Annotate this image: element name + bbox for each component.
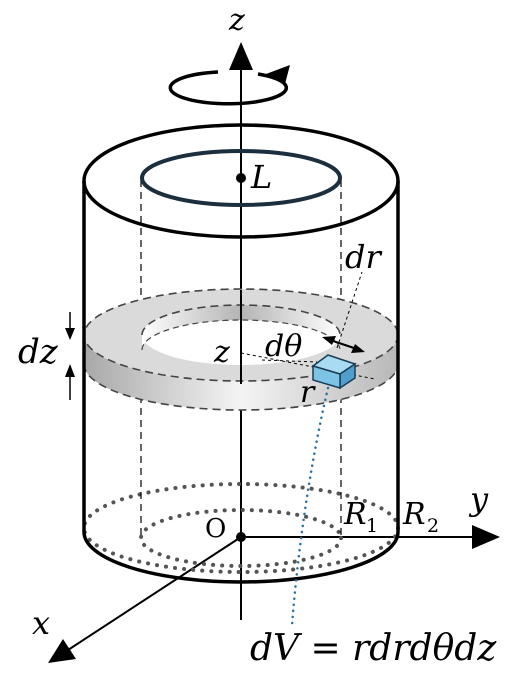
x-axis: [48, 536, 242, 663]
dr-label: dr: [345, 238, 382, 276]
svg-text:1: 1: [366, 515, 378, 537]
svg-text:R: R: [343, 497, 367, 532]
inner-z-label: z: [213, 335, 230, 370]
svg-text:R: R: [402, 497, 426, 532]
inner-bottom-dotted-circle: [139, 508, 343, 568]
dz-label: dz: [18, 332, 59, 372]
L-label: L: [250, 158, 272, 196]
R2-label: R 2: [402, 497, 439, 537]
point-L: [236, 173, 246, 183]
dr-leader-line: [336, 271, 363, 349]
z-axis-label: z: [228, 3, 245, 38]
origin-point: [236, 532, 246, 542]
outer-cylinder: [82, 123, 400, 584]
x-axis-label: x: [32, 604, 50, 642]
volume-element-box: [311, 354, 357, 390]
dtheta-label: dθ: [265, 329, 302, 364]
formula-leader: [290, 386, 330, 628]
svg-text:2: 2: [427, 515, 439, 537]
dz-indicator: [65, 312, 75, 400]
origin-label: O: [205, 514, 226, 544]
rotation-arrow: [168, 65, 290, 106]
radius-construction-line: [240, 352, 376, 380]
r-label: r: [300, 375, 316, 410]
annular-slice: [83, 288, 399, 411]
R1-label: R 1: [343, 497, 378, 537]
outer-bottom-arc: [82, 531, 400, 584]
inner-top-ring: [140, 149, 342, 207]
volume-formula: dV = rdrdθdz: [250, 628, 497, 669]
outer-top-ellipse: [82, 123, 400, 239]
y-axis: [241, 525, 500, 549]
dr-double-arrow: [322, 336, 365, 353]
y-axis-label: y: [468, 480, 489, 518]
